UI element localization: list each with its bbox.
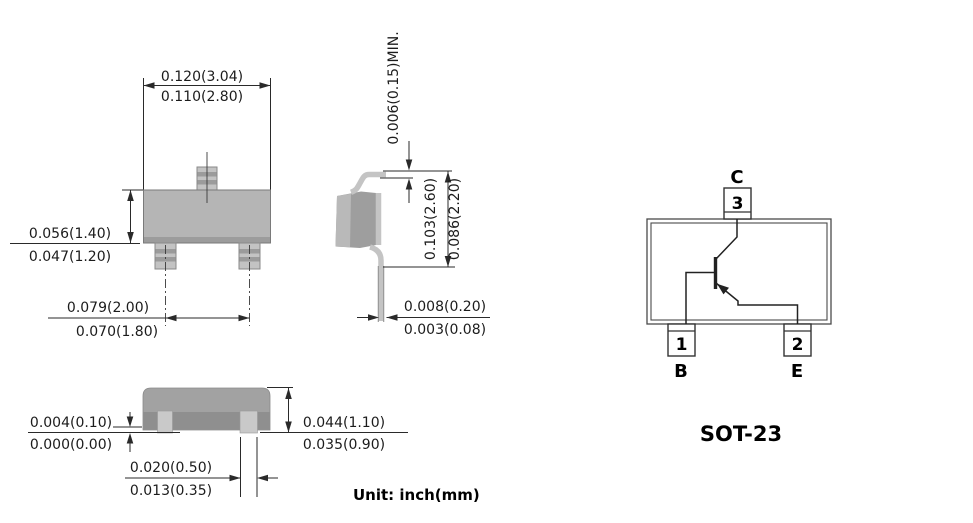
arrow-up xyxy=(127,190,134,201)
dim-pin-pitch-inch: 0.079(2.00) xyxy=(67,300,149,316)
pin2-box xyxy=(783,323,812,357)
pin1-label: B xyxy=(674,361,688,382)
pin2-label: E xyxy=(791,361,803,382)
pin3-label: C xyxy=(730,167,743,188)
dim-lead-len-inch: 0.044(1.10) xyxy=(303,415,385,431)
dim-side-height-inch: 0.103(2.60) xyxy=(423,178,439,260)
pin-stripe xyxy=(155,257,176,262)
arrow-down xyxy=(127,232,134,243)
pin3-number: 3 xyxy=(732,194,744,214)
dim-lead-thk-inch: 0.008(0.20) xyxy=(404,299,486,315)
dim-standoff-label: 0.006(0.15)MIN. xyxy=(386,31,402,144)
seated-foot-1 xyxy=(157,410,173,434)
arrow-down xyxy=(126,416,134,427)
schematic: 3 C 1 B 2 E SOT-23 xyxy=(646,167,832,446)
dim-side-height-mm: 0.086(2.20) xyxy=(447,178,463,260)
arrow-right xyxy=(229,474,241,482)
arrow-up xyxy=(126,433,134,444)
arrow-down xyxy=(444,256,452,267)
schematic-outline-outer xyxy=(646,218,832,325)
seated-foot-2 xyxy=(239,410,258,434)
arrow-up xyxy=(444,171,452,183)
emitter-line xyxy=(715,282,799,324)
dim-lead-len-mm: 0.035(0.90) xyxy=(303,437,385,453)
front-view: 0.120(3.04) 0.110(2.80) 0.056(1.40) 0.04… xyxy=(10,69,271,340)
arrow-up xyxy=(405,178,413,190)
arrow-right xyxy=(368,314,379,321)
body-bottom-shade xyxy=(144,237,270,243)
seated-view: 0.004(0.10) 0.000(0.00) 0.044(1.10) 0.03… xyxy=(28,387,408,499)
dim-body-height-mm: 0.047(1.20) xyxy=(29,249,111,265)
pin2-number: 2 xyxy=(792,335,804,355)
arrow-up xyxy=(285,388,292,399)
dim-body-width-mm: 0.110(2.80) xyxy=(161,89,243,105)
arrow-right xyxy=(238,314,250,322)
pin-stripe xyxy=(239,257,260,262)
schematic-outline-inner xyxy=(650,222,828,321)
lead-top-bend xyxy=(349,171,386,195)
dim-body-width-inch: 0.120(3.04) xyxy=(161,69,243,85)
side-body-light xyxy=(335,193,351,248)
dim-standoff-mm: 0.000(0.00) xyxy=(30,437,112,453)
emitter-arrow xyxy=(717,283,729,295)
dim-standoff-inch: 0.004(0.10) xyxy=(30,415,112,431)
arrow-left xyxy=(143,82,155,89)
dim-lead-width-mm: 0.013(0.35) xyxy=(130,483,212,499)
arrow-left xyxy=(165,314,177,322)
lead-bottom-bend xyxy=(369,244,384,321)
arrow-down xyxy=(285,421,292,433)
arrow-right xyxy=(259,82,271,89)
arrow-left xyxy=(257,474,268,482)
pin1-number: 1 xyxy=(676,335,688,355)
arrow-down xyxy=(405,159,413,171)
collector-line xyxy=(715,219,738,260)
base-line xyxy=(685,271,715,324)
dim-pin-pitch-mm: 0.070(1.80) xyxy=(76,324,158,340)
dim-lead-width-inch: 0.020(0.50) xyxy=(130,460,212,476)
side-view: 0.006(0.15)MIN. 0.103(2.60) 0.086(2.20) … xyxy=(335,31,490,338)
dim-body-height-inch: 0.056(1.40) xyxy=(29,226,111,242)
seated-body-lower xyxy=(143,412,270,430)
dim-lead-thk-mm: 0.003(0.08) xyxy=(404,322,486,338)
package-name: SOT-23 xyxy=(700,422,782,446)
pin1-box xyxy=(667,323,696,357)
unit-note: Unit: inch(mm) xyxy=(353,486,480,504)
